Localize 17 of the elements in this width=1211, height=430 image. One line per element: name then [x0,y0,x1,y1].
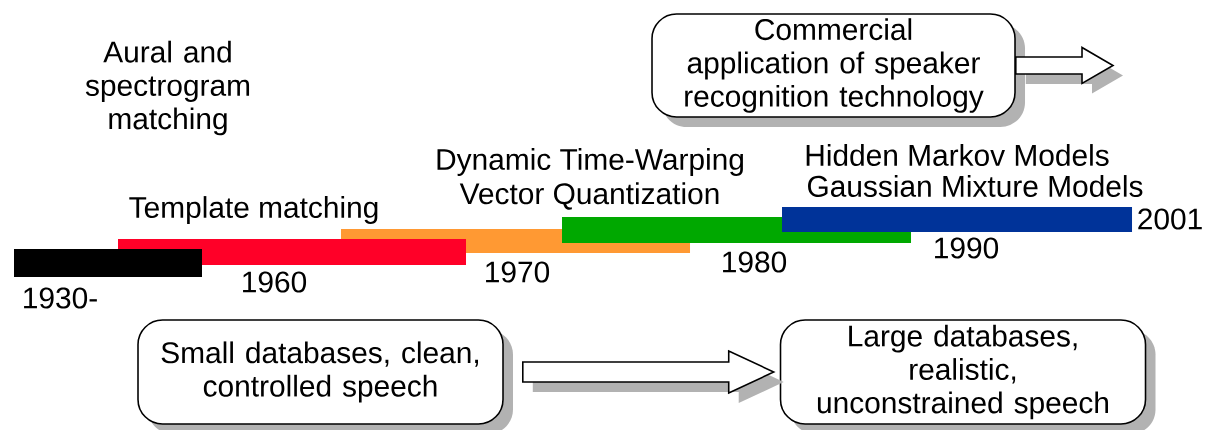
text-box: Commercial application of speaker recognition technology [651,13,1025,127]
text-box: Large databases, realistic, unconstrained speech [779,319,1156,430]
block-arrow [1015,46,1123,94]
text-box: Small databases, clean, controlled speech [137,319,513,430]
timeline-label: 1960 [243,271,307,293]
timeline-label: 1980 [723,251,787,273]
timeline-label: 1970 [486,261,550,283]
timeline-label: Dynamic Time-Warping [437,148,743,176]
timeline-label: Gaussian Mixture Models [808,175,1143,197]
timeline-label: Vector Quantization [459,182,719,210]
timeline-label: Hidden Markov Models [806,144,1109,166]
timeline-label: 1930- [24,287,97,309]
block-arrow [522,349,784,403]
timeline-label: 2001 [1138,208,1202,230]
timeline-label: Template matching [129,196,378,224]
timeline-label: 1990 [935,237,999,259]
timeline-label: Aural and spectrogram matching [85,40,250,136]
